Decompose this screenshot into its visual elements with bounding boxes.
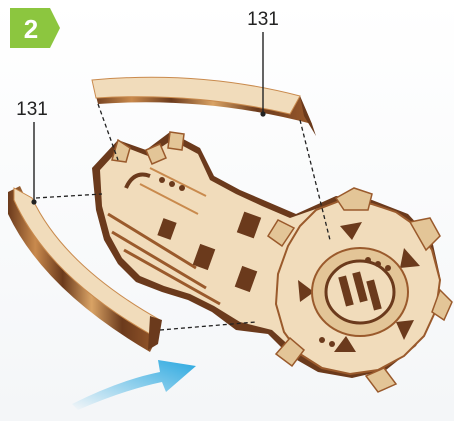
callout-label-left: 131 <box>16 99 48 120</box>
callout-label-upper: 131 <box>247 9 279 30</box>
step-number: 2 <box>24 14 38 44</box>
assembly-direction-arrow-icon <box>72 360 196 410</box>
part-131-upper <box>92 77 316 136</box>
main-assembly-part <box>92 132 452 392</box>
callout-dot-left <box>31 199 36 204</box>
callout-dot-upper <box>260 111 265 116</box>
step-badge: 2 <box>10 8 60 48</box>
